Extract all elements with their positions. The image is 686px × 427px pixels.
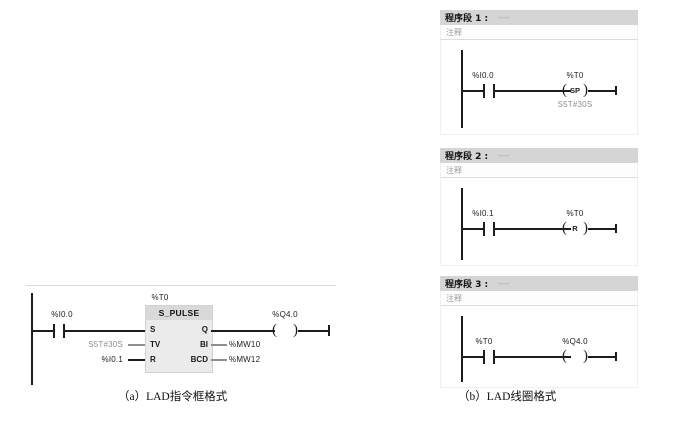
contact-bar-left xyxy=(483,222,485,236)
network-1-contact-label: %I0.0 xyxy=(472,71,494,80)
stub-bcd xyxy=(211,359,227,361)
network-1-contact xyxy=(483,84,495,98)
wire-rail-to-contact xyxy=(31,330,53,332)
function-block-title: S_PULSE xyxy=(146,306,212,320)
network-2-coil-text: R xyxy=(572,224,578,233)
network-1-wire-rail-to-contact xyxy=(461,90,483,92)
pin-bcd: BCD xyxy=(190,355,208,364)
network-2-body: %I0.1 %T0 ( R ) xyxy=(440,178,638,266)
coil-paren-right: ) xyxy=(583,348,588,364)
network-3-contact-label: %T0 xyxy=(475,337,493,346)
network-1-rail xyxy=(461,50,463,128)
function-block-s-pulse[interactable]: S_PULSE S TV R Q BI BCD xyxy=(145,305,213,373)
network-3-coil-label: %Q4.0 xyxy=(562,337,588,346)
network-3-coil-output: ( ) xyxy=(562,348,588,365)
operand-bi: %MW10 xyxy=(229,340,261,349)
network-1-comment[interactable]: 注释 xyxy=(440,25,638,40)
stub-tv xyxy=(128,344,145,346)
wire-coil-to-end xyxy=(298,330,329,332)
contact-bar-right xyxy=(493,350,495,364)
network-1-wire-end xyxy=(588,90,616,92)
network-1-title: 程序段 1 : xyxy=(445,14,489,24)
network-1-coil-label: %T0 xyxy=(566,71,584,80)
pin-q: Q xyxy=(201,325,208,334)
network-3-end-tick xyxy=(615,352,617,361)
network-1-dash: ----- xyxy=(498,13,509,22)
network-2-rail xyxy=(461,188,463,260)
network-2-header[interactable]: 程序段 2 : ----- xyxy=(440,148,638,163)
contact-bar-right xyxy=(493,84,495,98)
network-3-dash: ----- xyxy=(498,279,509,288)
coil-paren-left: ( xyxy=(562,348,567,364)
contact-bar-left xyxy=(483,84,485,98)
contact-label-i00: %I0.0 xyxy=(51,310,73,319)
network-2-coil-reset: ( R ) xyxy=(562,220,588,237)
operand-r: %I0.1 xyxy=(101,355,123,364)
contact-bar-right xyxy=(63,324,65,338)
network-2-comment[interactable]: 注释 xyxy=(440,163,638,178)
stub-bi xyxy=(211,344,227,346)
network-3-title: 程序段 3 : xyxy=(445,280,489,290)
contact-no-i00 xyxy=(53,324,65,338)
wire-q-to-coil xyxy=(211,330,275,332)
coil-paren-left: ( xyxy=(562,82,567,98)
coil-paren-right: ) xyxy=(293,322,298,338)
stub-r xyxy=(128,359,145,361)
pin-r: R xyxy=(150,355,156,364)
contact-bar-left xyxy=(483,350,485,364)
caption-panel-b: （b）LAD线圈格式 xyxy=(458,391,557,403)
pin-bi: BI xyxy=(200,340,208,349)
network-1-end-tick xyxy=(615,86,617,95)
network-3-comment[interactable]: 注释 xyxy=(440,291,638,306)
network-3-contact xyxy=(483,350,495,364)
network-1-coil-operand: S5T#30S xyxy=(557,100,593,109)
coil-paren-right: ) xyxy=(583,82,588,98)
coil-paren-left: ( xyxy=(272,322,277,338)
operand-tv: S5T#30S xyxy=(88,340,123,349)
panel-lad-coil-format: 程序段 1 : ----- 注释 %I0.0 %T0 ( SP ) S5T#30… xyxy=(418,0,686,427)
coil-paren-left: ( xyxy=(562,220,567,236)
caption-panel-a: （a）LAD指令框格式 xyxy=(118,391,228,403)
pin-s: S xyxy=(150,325,156,334)
power-rail-left xyxy=(31,293,33,385)
network-2-coil-label: %T0 xyxy=(566,209,584,218)
contact-bar-left xyxy=(53,324,55,338)
network-2-dash: ----- xyxy=(498,151,509,160)
network-2-wire-contact-to-coil xyxy=(495,228,571,230)
block-instance-tag: %T0 xyxy=(151,293,169,302)
network-2-end-tick xyxy=(615,224,617,233)
network-3-wire-contact-to-coil xyxy=(495,356,571,358)
network-2-contact xyxy=(483,222,495,236)
network-1-coil-text: SP xyxy=(569,86,580,95)
network-1-wire-contact-to-coil xyxy=(495,90,571,92)
network-2-wire-end xyxy=(588,228,616,230)
network-3-header[interactable]: 程序段 3 : ----- xyxy=(440,276,638,291)
network-2-wire-rail-to-contact xyxy=(461,228,483,230)
network-1-coil-sp: ( SP ) xyxy=(562,82,588,99)
network-2-title: 程序段 2 : xyxy=(445,152,489,162)
network-2-contact-label: %I0.1 xyxy=(472,209,494,218)
contact-bar-right xyxy=(493,222,495,236)
pin-tv: TV xyxy=(150,340,161,349)
panel-lad-function-block: %I0.0 %T0 S_PULSE S TV R Q BI BCD S5T#30… xyxy=(26,285,336,403)
network-3-wire-rail-to-contact xyxy=(461,356,483,358)
wire-contact-to-block-s xyxy=(65,330,145,332)
rung-end-tick xyxy=(328,325,330,336)
operand-bcd: %MW12 xyxy=(229,355,261,364)
network-3-wire-end xyxy=(588,356,616,358)
coil-paren-right: ) xyxy=(583,220,588,236)
output-coil: ( ) xyxy=(272,322,298,339)
network-1-header[interactable]: 程序段 1 : ----- xyxy=(440,10,638,25)
coil-label-q40: %Q4.0 xyxy=(272,310,298,319)
network-1-body: %I0.0 %T0 ( SP ) S5T#30S xyxy=(440,40,638,135)
panel-a-separator xyxy=(26,285,336,286)
network-3-body: %T0 %Q4.0 ( ) xyxy=(440,306,638,388)
network-3-rail xyxy=(461,316,463,382)
